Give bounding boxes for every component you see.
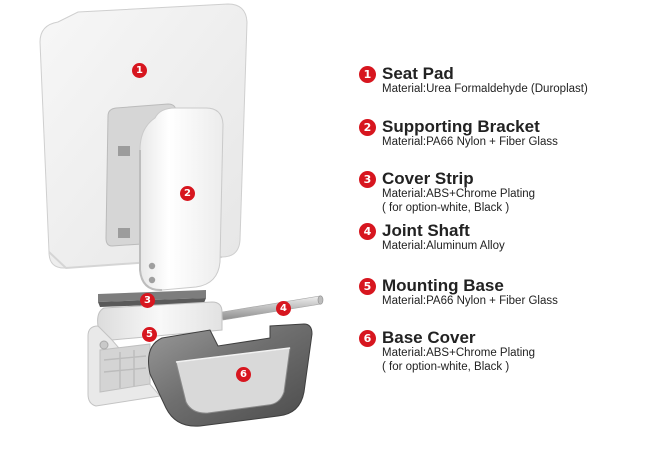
marker-6: 6 <box>236 367 251 382</box>
legend-item-joint-shaft: 4 Joint Shaft Material:Aluminum Alloy <box>359 221 639 257</box>
part-name: Cover Strip <box>382 169 474 188</box>
legend-item-mounting-base: 5 Mounting Base Material:PA66 Nylon + Fi… <box>359 276 639 312</box>
mounting-base-shape <box>87 301 223 407</box>
marker-4: 4 <box>276 301 291 316</box>
part-note: ( for option-white, Black ) <box>382 202 510 214</box>
part-material: Material:PA66 Nylon + Fiber Glass <box>382 136 558 148</box>
joint-shaft-shape <box>221 295 324 321</box>
legend-item-supporting-bracket: 2 Supporting Bracket Material:PA66 Nylon… <box>359 117 639 153</box>
base-cover-shape <box>148 323 313 427</box>
part-material: Material:Urea Formaldehyde (Duroplast) <box>382 83 588 95</box>
marker-5: 5 <box>142 327 157 342</box>
legend-number: 5 <box>359 278 376 295</box>
legend-number: 1 <box>359 66 376 83</box>
marker-1: 1 <box>132 63 147 78</box>
marker-2: 2 <box>180 186 195 201</box>
legend-item-cover-strip: 3 Cover Strip Material:ABS+Chrome Platin… <box>359 169 639 219</box>
part-name: Joint Shaft <box>382 221 470 240</box>
legend-number: 3 <box>359 171 376 188</box>
legend-number: 4 <box>359 223 376 240</box>
part-material: Material:ABS+Chrome Plating <box>382 347 536 359</box>
part-name: Seat Pad <box>382 64 454 83</box>
part-material: Material:ABS+Chrome Plating <box>382 188 536 200</box>
part-name: Supporting Bracket <box>382 117 540 136</box>
part-name: Mounting Base <box>382 276 504 295</box>
legend-item-seat-pad: 1 Seat Pad Material:Urea Formaldehyde (D… <box>359 64 639 100</box>
part-material: Material:Aluminum Alloy <box>382 240 505 252</box>
part-name: Base Cover <box>382 328 476 347</box>
part-note: ( for option-white, Black ) <box>382 361 510 373</box>
legend-item-base-cover: 6 Base Cover Material:ABS+Chrome Plating… <box>359 328 639 378</box>
exploded-view-illustration <box>39 3 324 427</box>
legend-number: 6 <box>359 330 376 347</box>
legend-number: 2 <box>359 119 376 136</box>
marker-3: 3 <box>140 293 155 308</box>
part-material: Material:PA66 Nylon + Fiber Glass <box>382 295 558 307</box>
